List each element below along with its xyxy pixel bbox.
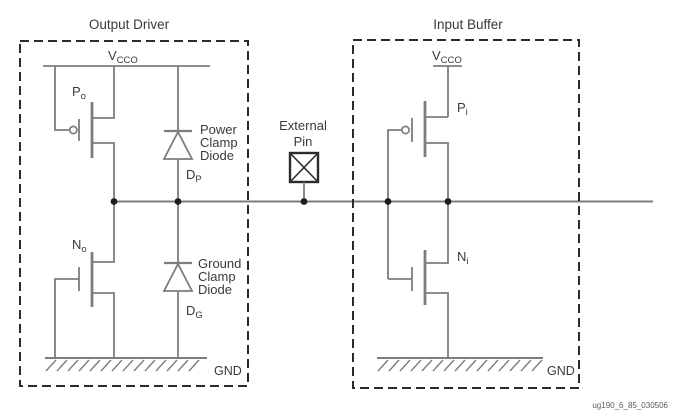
input-buffer-dashed-box [352,39,580,389]
nmos-output-transistor: No [54,202,115,358]
gnd-label-input: GND [547,364,575,378]
power-clamp-label-line2: Clamp [200,135,238,150]
nmos-output-source-wire [92,292,115,358]
pmos-output-gate-bubble-icon [68,125,78,135]
nmos-input-source-wire [425,292,449,358]
nmos-output-drain-wire [92,202,115,263]
vcco-label-input: VCCO [432,48,462,66]
power-clamp-label-line1: Power [200,122,238,137]
ground-clamp-ref-label: DG [186,303,203,321]
ground-symbol-input: GND [377,357,575,378]
pmos-output-drain-wire [92,142,115,202]
nmos-input-transistor: Ni [388,201,469,358]
junction-dot-input-gate [384,198,392,205]
external-pin-label-line2: Pin [294,134,313,149]
external-pin-x-stroke2 [289,152,319,183]
input-buffer-block: Input Buffer VCCO Pi Ni GN [352,17,580,389]
ground-clamp-label-line3: Diode [198,282,232,297]
external-pin: External Pin [279,118,327,202]
output-driver-dashed-box [19,40,249,387]
pmos-input-label: Pi [457,100,468,118]
gnd-label-output: GND [214,364,242,378]
pmos-input-drain-wire [425,142,449,202]
junction-dot-output-stack [110,198,118,205]
input-gate-feed-wire [387,129,402,279]
ground-clamp-diode: Ground Clamp Diode DG [162,202,241,358]
pmos-output-transistor: Po [54,66,115,202]
junction-dot-clamp-branch [174,198,182,205]
nmos-input-drain-wire [425,201,449,264]
ground-clamp-diode-icon [162,262,194,292]
power-clamp-ref-label: DP [186,167,202,185]
power-clamp-diode: Power Clamp Diode DP [162,66,238,202]
output-driver-block: Output Driver VCCO Po No [19,17,249,387]
nmos-input-label: Ni [457,249,469,267]
figure-reference: ug190_6_85_030506 [592,401,668,410]
nmos-output-label: No [72,237,87,255]
power-clamp-label-line3: Diode [200,148,234,163]
ground-symbol-output: GND [45,357,242,378]
external-pin-label-line1: External [279,118,327,133]
junction-dot-external-pin [300,198,308,205]
pmos-output-label: Po [72,84,86,102]
ground-clamp-label-line1: Ground [198,256,241,271]
pmos-input-transistor: Pi [387,66,468,279]
pmos-input-gate-bubble-icon [401,125,410,135]
pmos-output-source-wire [92,66,115,119]
nmos-output-gate-feed-wire [54,278,79,358]
pmos-output-gate-feed-wire [54,66,70,131]
ground-hatch-output-icon [45,359,200,372]
junction-dots [110,198,452,205]
power-clamp-diode-icon [162,130,194,160]
junction-dot-input-stack [444,198,452,205]
ground-hatch-input-icon [377,359,543,372]
output-driver-title: Output Driver [89,17,170,32]
vcco-label-output: VCCO [108,48,138,66]
input-buffer-title: Input Buffer [433,17,503,32]
ground-clamp-label-line2: Clamp [198,269,236,284]
